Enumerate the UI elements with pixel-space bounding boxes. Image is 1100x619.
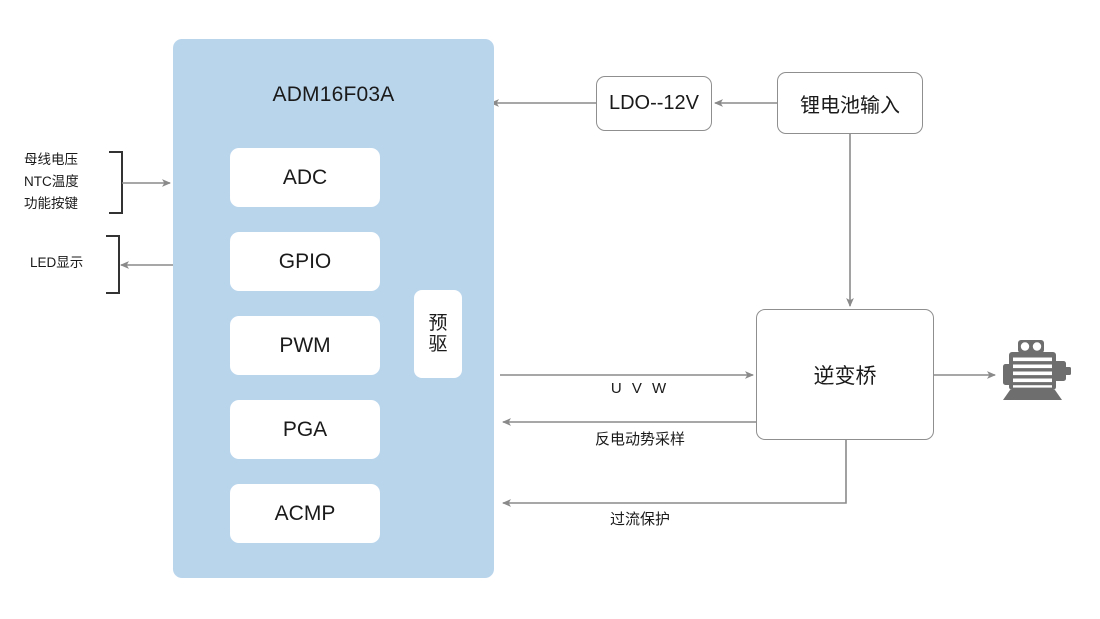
label-line: LED显示 [30,255,84,270]
display-bracket [106,235,120,294]
wire-label-bemf: 反电动势采样 [594,431,686,448]
wire-ocp [502,440,847,507]
wire-label-uvw: U V W [610,380,670,397]
wire-label-ocp: 过流保护 [609,511,671,528]
input-bracket [109,151,123,214]
led-display-label: LED显示 [30,252,83,274]
block-inverter-bridge[interactable]: 逆变桥 [756,309,934,440]
block-ldo[interactable]: LDO--12V [596,76,712,131]
label-line: 母线电压 [24,152,78,167]
block-gpio[interactable]: GPIO [230,232,380,291]
block-acmp[interactable]: ACMP [230,484,380,543]
mcu-title: ADM16F03A [272,83,395,106]
block-predriver[interactable]: 预 驱 [414,290,462,378]
input-signals-label: 母线电压 NTC温度功能按键 [24,149,79,215]
block-battery-input[interactable]: 锂电池输入 [777,72,923,134]
motor-icon [1003,340,1071,400]
block-adc[interactable]: ADC [230,148,380,207]
label-line: NTC温度 [24,173,79,189]
label-line: 功能按键 [24,195,78,211]
block-pwm[interactable]: PWM [230,316,380,375]
block-pga[interactable]: PGA [230,400,380,459]
predriver-line-1: 预 [428,312,448,334]
predriver-line-2: 驱 [428,334,448,355]
